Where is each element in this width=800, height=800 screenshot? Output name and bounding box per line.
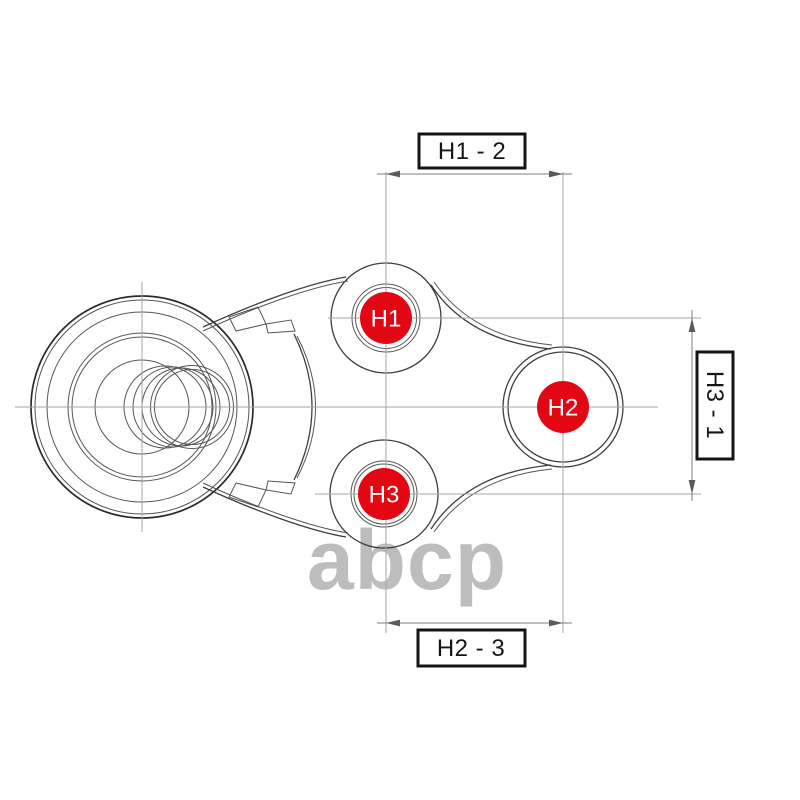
hole-marker-h2: H2 [537,381,589,433]
hole-marker-circle-h3 [358,468,410,520]
watermark-text: abcp [307,513,507,607]
neck-top-edge-2 [202,280,349,332]
arrow-up-icon [688,318,696,332]
dimension-label-top: H1 - 2 [438,138,506,165]
hole-marker-circle-h2 [537,381,589,433]
arrow-left-icon [386,619,400,627]
dimension-top: H1 - 2 [377,132,572,178]
neck-top-edge [202,276,347,328]
hole-marker-label-h3: H3 [369,482,400,509]
hole-marker-h3: H3 [358,468,410,520]
hole-marker-circle-h1 [360,292,412,344]
dimension-label-right: H3 - 1 [701,371,728,439]
hole-marker-label-h2: H2 [548,395,579,422]
plate-edge-top-right-2 [433,281,553,346]
dimension-right: H3 - 1 [688,310,735,501]
rib-top-2 [265,319,296,334]
neck-bottom-edge-2 [202,482,349,534]
arrow-right-icon [549,170,563,178]
hole-marker-label-h1: H1 [371,306,402,333]
rib-bottom-1 [228,482,267,508]
neck-bracket [202,276,349,538]
rib-bottom-2 [265,480,296,495]
dimension-bottom: H2 - 3 [377,619,572,668]
dimension-label-box-bottom [416,628,527,668]
arrow-down-icon [688,480,696,494]
dimension-label-box-top [417,132,527,170]
neck-bottom-edge [202,486,347,538]
dimension-label-bottom: H2 - 3 [437,635,505,662]
dimension-label-box-right [695,350,735,461]
arrow-right-icon [549,619,563,627]
rib-top-1 [228,306,267,332]
arrow-left-icon [386,170,400,178]
plate-edge-top-right [430,284,552,350]
hole-marker-h1: H1 [360,292,412,344]
plate-edge-bottom-right [430,464,552,530]
plate-edge-bottom-right-2 [433,468,553,533]
